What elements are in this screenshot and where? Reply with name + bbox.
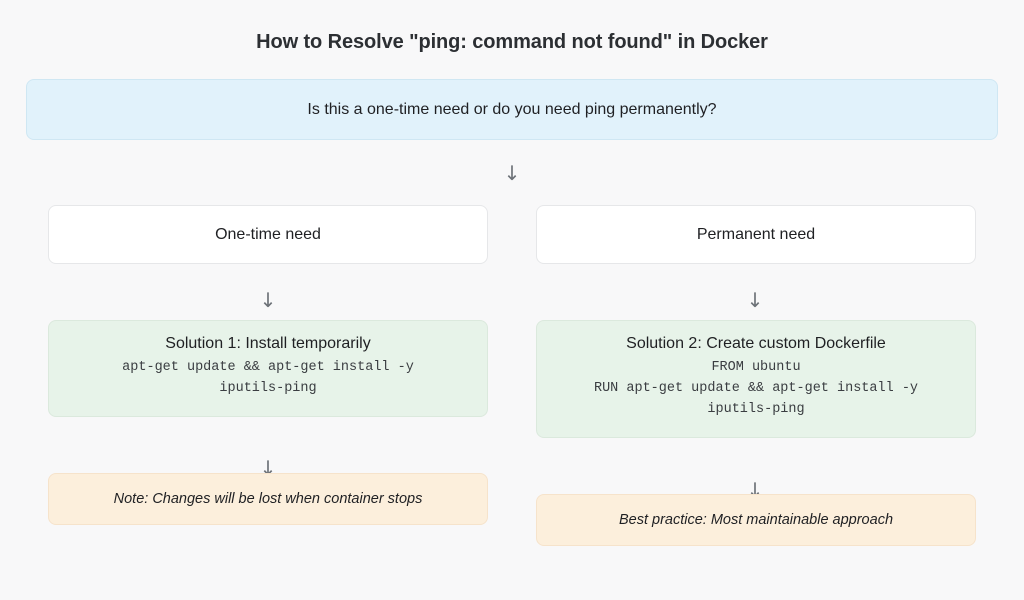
branch-node-one-time-need: One-time need xyxy=(48,205,488,264)
spacer xyxy=(48,264,488,320)
note-node-right: Best practice: Most maintainable approac… xyxy=(536,493,976,546)
question-node: Is this a one-time need or do you need p… xyxy=(26,79,998,140)
solution-code-line: iputils-ping xyxy=(707,401,805,417)
branch-column-right: Permanent need Solution 2: Create custom… xyxy=(536,205,976,546)
solution-node-2: Solution 2: Create custom Dockerfile FRO… xyxy=(536,320,976,438)
arrow-down-icon-right-1: ↓ xyxy=(746,288,764,312)
spacer xyxy=(536,438,976,494)
branch-node-label: One-time need xyxy=(215,225,321,243)
question-node-label: Is this a one-time need or do you need p… xyxy=(307,100,717,118)
spacer xyxy=(536,264,976,320)
solution-code-line: FROM ubuntu xyxy=(711,360,801,375)
arrow-down-icon-left-1: ↓ xyxy=(259,288,277,312)
branch-node-permanent-need: Permanent need xyxy=(536,205,976,264)
solution-node-title: Solution 1: Install temporarily xyxy=(165,335,371,352)
solution-code-line: RUN apt-get update && apt-get install -y xyxy=(593,380,919,396)
solution-code-line: apt-get update && apt-get install -y xyxy=(122,360,414,375)
note-node-left: Note: Changes will be lost when containe… xyxy=(48,472,488,525)
note-node-label: Best practice: Most maintainable approac… xyxy=(618,511,894,528)
solution-node-title: Solution 2: Create custom Dockerfile xyxy=(626,335,886,352)
branch-column-left: One-time need Solution 1: Install tempor… xyxy=(48,205,488,525)
note-node-label: Note: Changes will be lost when containe… xyxy=(113,490,423,507)
page-title: How to Resolve "ping: command not found"… xyxy=(256,31,768,53)
solution-node-1: Solution 1: Install temporarily apt-get … xyxy=(48,320,488,417)
solution-code-line: iputils-ping xyxy=(219,380,317,396)
spacer xyxy=(48,417,488,473)
branch-node-label: Permanent need xyxy=(696,225,816,243)
arrow-down-icon-main: ↓ xyxy=(503,161,521,185)
